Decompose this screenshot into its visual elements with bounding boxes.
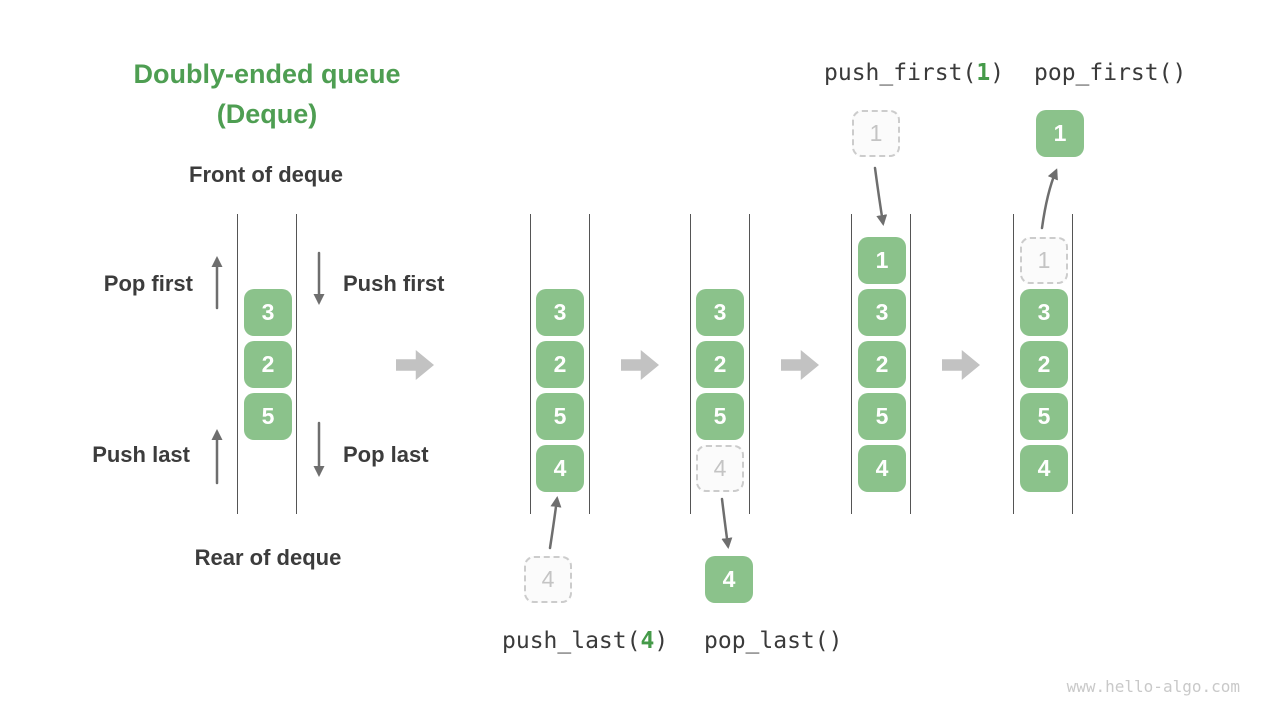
deque-cell: 4 <box>858 445 906 492</box>
code-arg: 1 <box>976 60 991 86</box>
deque-cell: 2 <box>1020 341 1068 388</box>
deque-column-pop-first: 1 3 2 5 4 <box>1013 214 1073 514</box>
pop-first-code-label: pop_first() <box>1034 60 1186 86</box>
deque-cell: 5 <box>1020 393 1068 440</box>
deque-cell: 4 <box>1020 445 1068 492</box>
deque-cell-ghost: 1 <box>1020 237 1068 284</box>
deque-column-legend: 3 2 5 <box>237 214 297 514</box>
deque-cell: 3 <box>536 289 584 336</box>
flow-arrow-icon <box>396 350 434 380</box>
push-last-code-label: push_last(4) <box>502 628 668 654</box>
deque-column-push-first: 1 3 2 5 4 <box>851 214 911 514</box>
deque-column-pop-last: 3 2 5 4 <box>690 214 750 514</box>
pop-last-label: Pop last <box>343 442 429 467</box>
push-first-element-box: 1 <box>852 110 900 157</box>
pop-last-code-label: pop_last() <box>704 628 842 654</box>
deque-cell: 2 <box>696 341 744 388</box>
deque-cell: 3 <box>244 289 292 336</box>
deque-cell: 1 <box>858 237 906 284</box>
push-last-element-box: 4 <box>524 556 572 603</box>
code-text: push_last( <box>502 628 641 654</box>
pop-last-element-box: 4 <box>705 556 753 603</box>
code-text: ) <box>990 60 1005 86</box>
code-text: pop_last() <box>704 628 843 654</box>
front-of-deque-label: Front of deque <box>189 162 343 187</box>
code-text: ) <box>654 628 669 654</box>
diagram-title-line2: (Deque) <box>216 99 318 129</box>
flow-arrow-icon <box>621 350 659 380</box>
deque-cell-ghost: 4 <box>696 445 744 492</box>
push-first-code-label: push_first(1) <box>824 60 1004 86</box>
pop-first-label: Pop first <box>103 271 193 296</box>
code-text: pop_first() <box>1034 60 1187 86</box>
deque-cell: 5 <box>536 393 584 440</box>
diagram-title-line1: Doubly-ended queue <box>133 59 401 89</box>
deque-cell: 5 <box>696 393 744 440</box>
deque-cell: 5 <box>858 393 906 440</box>
push-first-label: Push first <box>343 271 445 296</box>
deque-cell: 3 <box>1020 289 1068 336</box>
push-last-label: Push last <box>92 442 190 467</box>
deque-cell: 4 <box>536 445 584 492</box>
deque-cell: 2 <box>858 341 906 388</box>
rear-of-deque-label: Rear of deque <box>194 545 342 570</box>
code-text: push_first( <box>824 60 977 86</box>
flow-arrow-icon <box>942 350 980 380</box>
flow-arrow-icon <box>781 350 819 380</box>
deque-cell: 2 <box>536 341 584 388</box>
code-arg: 4 <box>640 628 655 654</box>
pop-first-element-box: 1 <box>1036 110 1084 157</box>
diagram-title: Doubly-ended queue (Deque) <box>67 54 467 134</box>
deque-column-push-last: 3 2 5 4 <box>530 214 590 514</box>
watermark: www.hello-algo.com <box>1066 677 1240 696</box>
deque-cell: 3 <box>696 289 744 336</box>
deque-cell: 2 <box>244 341 292 388</box>
deque-cell: 5 <box>244 393 292 440</box>
deque-cell: 3 <box>858 289 906 336</box>
